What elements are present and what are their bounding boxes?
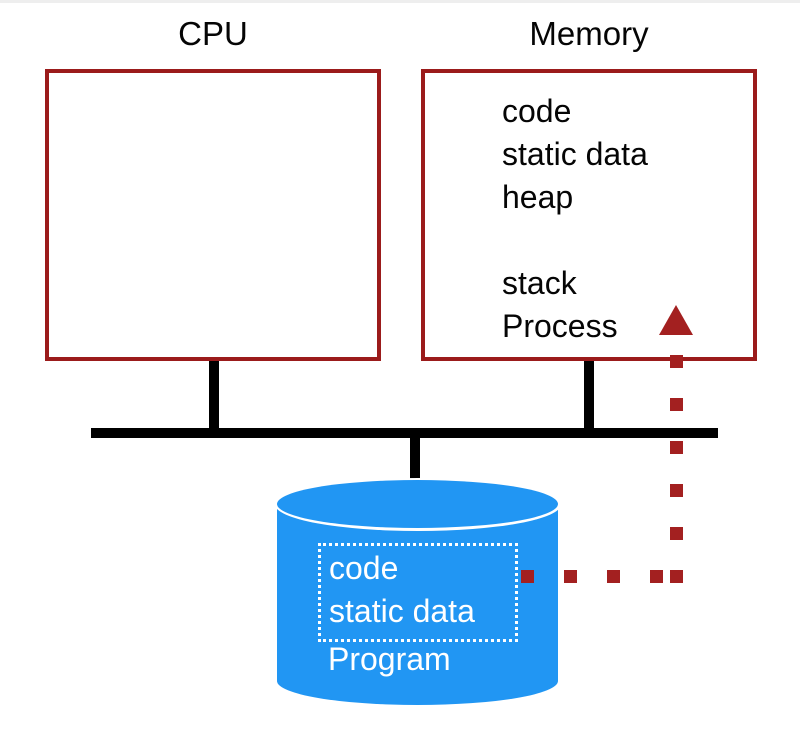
memory-title: Memory (529, 15, 649, 52)
disk-label-static-data: static data (329, 593, 475, 629)
memory-label-heap: heap (502, 179, 574, 215)
disk-bus-connector (410, 438, 420, 480)
disk-top-ellipse (277, 480, 558, 528)
arrowhead-up-icon (659, 305, 693, 335)
memory-contents: code static data heap stack Process (425, 73, 753, 348)
system-bus-line (91, 428, 718, 438)
memory-blank-line (502, 219, 753, 262)
disk-label-program: Program (328, 641, 451, 677)
dotted-arrow-horizontal-segment (521, 570, 670, 583)
program-dotted-box: code static data (318, 543, 518, 642)
dotted-arrow-vertical-segment (670, 355, 683, 587)
disk-label-code: code (329, 550, 399, 586)
cpu-box (45, 69, 381, 361)
memory-label-code: code (502, 93, 572, 129)
disk-cylinder-body (277, 504, 558, 705)
top-border-line (0, 0, 800, 3)
memory-label-static-data: static data (502, 136, 648, 172)
memory-label-stack: stack (502, 265, 577, 301)
memory-label-process: Process (502, 308, 618, 344)
cpu-bus-connector (209, 361, 219, 428)
cpu-title: CPU (178, 15, 248, 52)
memory-bus-connector (584, 361, 594, 428)
memory-box: code static data heap stack Process (421, 69, 757, 361)
